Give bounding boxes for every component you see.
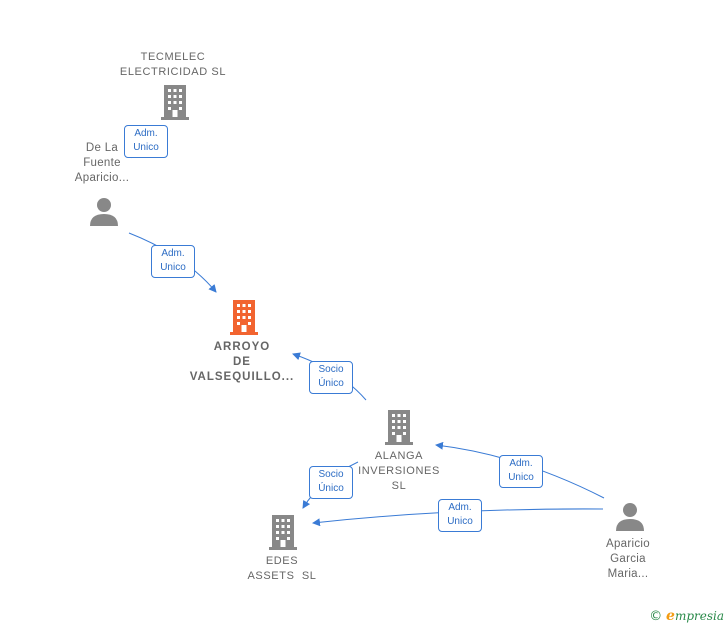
edge-label-socio-unico[interactable]: Socio Único <box>309 361 353 394</box>
node-label-de-la-fuente[interactable]: De La Fuente Aparicio... <box>62 141 142 186</box>
node-label-edes[interactable]: EDES ASSETS SL <box>236 554 328 584</box>
node-label-line: Aparicio <box>606 538 650 550</box>
edge-label-line: Unico <box>508 472 534 483</box>
node-label-tecmelec[interactable]: TECMELEC ELECTRICIDAD SL <box>112 50 234 80</box>
node-label-line: TECMELEC <box>140 51 206 63</box>
edge-label-line: Socio <box>318 364 344 375</box>
edge-label-adm-unico[interactable]: Adm. Unico <box>151 245 195 278</box>
edge-label-line: Unico <box>447 516 473 527</box>
node-label-line: DE <box>233 356 251 368</box>
person-icon[interactable] <box>89 197 119 227</box>
edge-label-adm-unico[interactable]: Adm. Unico <box>438 499 482 532</box>
building-icon[interactable] <box>383 409 415 445</box>
edge-label-line: Adm. <box>161 248 185 259</box>
edge-label-line: Unico <box>160 262 186 273</box>
edge-label-line: Adm. <box>509 458 533 469</box>
node-label-line: Garcia <box>610 553 646 565</box>
edge-label-line: Único <box>318 483 344 494</box>
node-label-line: VALSEQUILLO... <box>189 371 295 383</box>
node-label-line: Maria... <box>607 568 649 580</box>
building-icon-focus[interactable] <box>228 299 260 335</box>
edge-label-socio-unico[interactable]: Socio Único <box>309 466 353 499</box>
node-label-line: Aparicio... <box>74 172 130 184</box>
empresia-logo[interactable]: © empresia <box>649 608 724 624</box>
building-icon[interactable] <box>159 84 191 120</box>
person-icon[interactable] <box>615 502 645 532</box>
edge-label-adm-unico[interactable]: Adm. Unico <box>499 455 543 488</box>
edge-label-adm-unico[interactable]: Adm. Unico <box>124 125 168 158</box>
brand-e-letter: e <box>666 608 675 624</box>
node-label-line: INVERSIONES <box>358 465 440 477</box>
node-label-line: SL <box>391 480 407 492</box>
node-label-arroyo[interactable]: ARROYO DE VALSEQUILLO... <box>178 340 306 385</box>
edge-label-line: Unico <box>133 142 159 153</box>
node-label-line: EDES <box>265 555 299 567</box>
node-label-line: ALANGA <box>374 450 424 462</box>
edge-label-line: Socio <box>318 469 344 480</box>
node-label-line: ELECTRICIDAD SL <box>119 66 227 78</box>
building-icon[interactable] <box>267 514 299 550</box>
node-label-line: Fuente <box>83 157 121 169</box>
brand-name: mpresia <box>674 609 724 623</box>
node-label-line: ASSETS SL <box>247 570 317 582</box>
node-label-alanga[interactable]: ALANGA INVERSIONES SL <box>349 449 449 494</box>
edge-label-line: Único <box>318 378 344 389</box>
edge-label-line: Adm. <box>134 128 158 139</box>
node-label-aparicio[interactable]: Aparicio Garcia Maria... <box>590 537 666 582</box>
node-label-line: ARROYO <box>213 341 271 353</box>
edge-label-line: Adm. <box>448 502 472 513</box>
node-label-line: De La <box>85 142 119 154</box>
copyright-icon: © <box>649 609 663 624</box>
